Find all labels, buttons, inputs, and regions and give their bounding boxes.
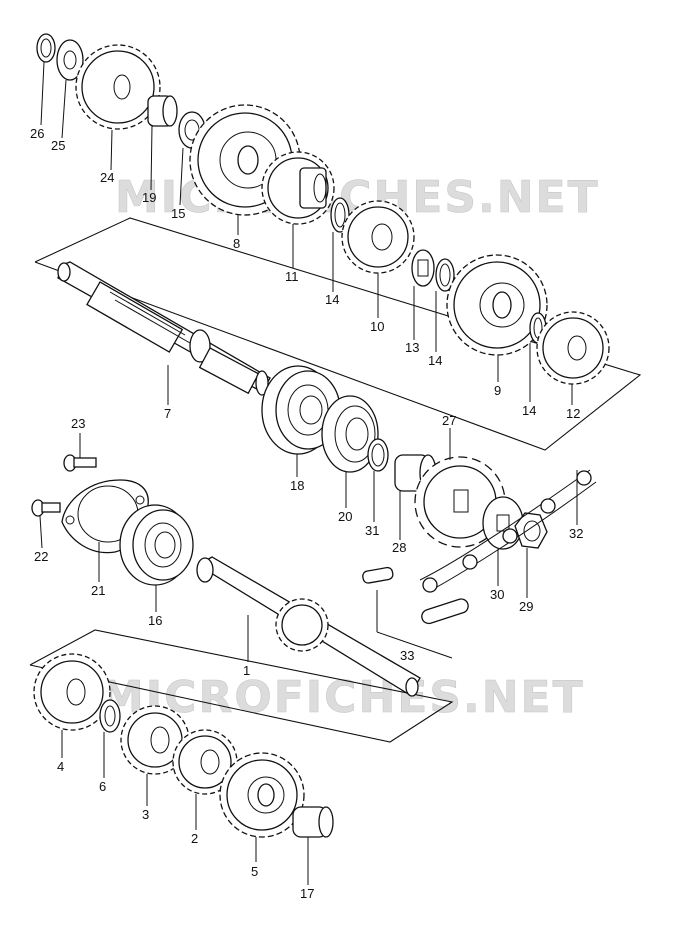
gear-2 (172, 729, 238, 795)
callout-21: 21 (91, 583, 105, 598)
callout-14-c: 14 (522, 403, 536, 418)
callout-10: 10 (370, 319, 384, 334)
bushing-17 (292, 806, 334, 838)
callout-23: 23 (71, 416, 85, 431)
callout-6: 6 (99, 779, 106, 794)
circlip-26 (36, 33, 56, 63)
callout-3: 3 (142, 807, 149, 822)
oil-seal-20 (321, 395, 379, 473)
callout-17: 17 (300, 886, 314, 901)
callout-33: 33 (400, 648, 414, 663)
callout-25: 25 (51, 138, 65, 153)
callout-14-b: 14 (428, 353, 442, 368)
callout-9: 9 (494, 383, 501, 398)
gear-12 (536, 311, 610, 385)
callout-16: 16 (148, 613, 162, 628)
callout-19: 19 (142, 190, 156, 205)
callout-7: 7 (164, 406, 171, 421)
callout-24: 24 (100, 170, 114, 185)
lock-washer-13 (411, 249, 435, 287)
circlip-14-b (435, 258, 455, 292)
callout-18: 18 (290, 478, 304, 493)
callout-2: 2 (191, 831, 198, 846)
callout-27: 27 (442, 413, 456, 428)
callout-labels: 26 25 24 19 15 8 11 14 10 13 14 9 14 12 … (30, 126, 583, 901)
callout-11: 11 (285, 269, 299, 284)
callout-22: 22 (34, 549, 48, 564)
countershaft-frame (34, 217, 642, 451)
callout-26: 26 (30, 126, 44, 141)
callout-30: 30 (490, 587, 504, 602)
callout-15: 15 (171, 206, 185, 221)
callout-29: 29 (519, 599, 533, 614)
callout-8: 8 (233, 236, 240, 251)
countershaft-7 (57, 261, 271, 396)
driveshaft-1 (196, 556, 421, 697)
callout-1: 1 (243, 663, 250, 678)
callout-20: 20 (338, 509, 352, 524)
driveshaft-frame (29, 629, 454, 743)
callout-31: 31 (365, 523, 379, 538)
bushing-19 (147, 95, 178, 127)
bearing-16 (119, 504, 194, 586)
nut-29 (514, 512, 548, 549)
gear-4 (33, 653, 111, 731)
callout-12: 12 (566, 406, 580, 421)
callout-4: 4 (57, 759, 64, 774)
washer-6 (99, 699, 121, 733)
leader-lines (39, 61, 578, 885)
bolt-23 (63, 454, 97, 472)
gear-11 (261, 151, 335, 225)
washer-25 (56, 39, 84, 81)
drive-chain-32 (419, 469, 597, 593)
callout-28: 28 (392, 540, 406, 555)
gear-10 (341, 200, 415, 274)
callout-5: 5 (251, 864, 258, 879)
o-ring-31 (367, 438, 389, 472)
gear-9 (446, 254, 548, 356)
callout-32: 32 (569, 526, 583, 541)
callout-14-a: 14 (325, 292, 339, 307)
bolt-22 (31, 499, 61, 517)
gear-5 (219, 752, 305, 838)
callout-13: 13 (405, 340, 419, 355)
gear-24 (75, 44, 161, 130)
chain-joint-33 (362, 566, 469, 625)
